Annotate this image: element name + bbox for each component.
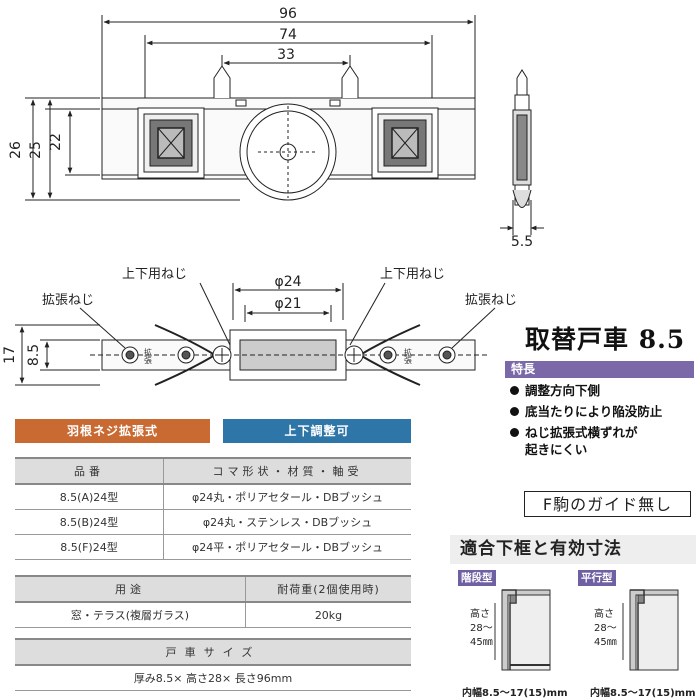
table-header-row: 品番 コマ形状・材質・軸受: [15, 457, 411, 485]
col-header-usage: 用途: [15, 575, 246, 603]
product-title: 取替戸車 8.5: [525, 325, 686, 354]
dim-33-text: 33: [277, 47, 295, 63]
dim-55-text: 5.5: [511, 234, 533, 250]
small-mark-left: 拡張: [144, 347, 153, 365]
no-guide-note: F駒のガイド無し: [524, 491, 691, 517]
dim-85-text: 8.5: [26, 344, 42, 366]
feature-item: 底当たりにより陥没防止: [510, 403, 700, 420]
table-row: 8.5(B)24型 φ24丸・ステンレス・DBブッシュ: [15, 509, 411, 535]
col-header-spec: コマ形状・材質・軸受: [163, 457, 411, 485]
frame-type-tag-stepped: 階段型: [458, 570, 496, 586]
technical-drawing: 96 74 33 26 25 22 5.5 φ24 φ21 17 8.5 上下用…: [2, 6, 544, 386]
cell-model: 8.5(B)24型: [15, 509, 164, 535]
dim-74-text: 74: [279, 27, 297, 43]
cell-model: 8.5(A)24型: [15, 484, 164, 510]
label-expand-left: 拡張ねじ: [42, 293, 94, 308]
feature-item: 調整方向下側: [510, 382, 700, 399]
table-row: 窓・テラス(複層ガラス) 20kg: [15, 602, 411, 628]
height-label-1: 高さ: [470, 607, 490, 620]
table-row: 厚み8.5× 高さ28× 長さ96mm: [15, 665, 411, 691]
badge-wing-screw: 羽根ネジ拡張式: [15, 419, 210, 443]
dim-96-text: 96: [279, 6, 297, 22]
dim-26-text: 26: [8, 141, 24, 159]
table-row: 8.5(A)24型 φ24丸・ポリアセタール・DBブッシュ: [15, 484, 411, 510]
height-label-1: 高さ: [594, 607, 614, 620]
dim-22-text: 22: [48, 133, 64, 151]
feature-item-cont: 起きにくい: [525, 442, 588, 457]
cell-usage: 窓・テラス(複層ガラス): [15, 602, 246, 628]
cell-load: 20kg: [245, 602, 411, 628]
dim-25-text: 25: [28, 141, 44, 159]
height-label-3: 45㎜: [594, 637, 617, 648]
dim-phi21-text: φ21: [274, 296, 301, 312]
frame-diagrams: 高さ 28～ 45㎜ 高さ 28～ 45㎜: [470, 589, 679, 671]
col-header-load: 耐荷重(2個使用時): [245, 575, 411, 603]
table-header-row: 戸車サイズ: [15, 638, 411, 666]
dim-phi24-text: φ24: [274, 274, 301, 290]
dim-17-text: 17: [2, 346, 18, 364]
cell-model: 8.5(F)24型: [15, 534, 164, 560]
leader-expand-right: [451, 307, 496, 349]
cell-spec: φ24平・ポリアセタール・DBブッシュ: [163, 534, 411, 560]
bullet-icon: [510, 386, 519, 395]
label-updown-left: 上下用ねじ: [122, 267, 187, 282]
feature-item: ねじ拡張式横ずれが: [510, 424, 700, 441]
bullet-icon: [510, 428, 519, 437]
label-expand-right: 拡張ねじ: [465, 293, 517, 308]
cell-spec: φ24丸・ポリアセタール・DBブッシュ: [163, 484, 411, 510]
col-header-model: 品番: [15, 457, 164, 485]
leader-expand-left: [79, 307, 126, 349]
cell-size: 厚み8.5× 高さ28× 長さ96mm: [15, 665, 411, 691]
frame-type-tag-parallel: 平行型: [578, 570, 616, 586]
features-list: 調整方向下側 底当たりにより陥没防止 ねじ拡張式横ずれが 起きにくい: [510, 382, 700, 458]
usage-table: 用途 耐荷重(2個使用時) 窓・テラス(複層ガラス) 20kg: [15, 575, 411, 628]
leader-updown-left: [199, 282, 231, 346]
height-label-2: 28～: [470, 623, 493, 634]
col-header-size: 戸車サイズ: [15, 638, 411, 666]
leader-updown-right: [349, 282, 386, 346]
size-table: 戸車サイズ 厚み8.5× 高さ28× 長さ96mm: [15, 638, 411, 691]
table-row: 8.5(F)24型 φ24平・ポリアセタール・DBブッシュ: [15, 534, 411, 560]
model-table: 品番 コマ形状・材質・軸受 8.5(A)24型 φ24丸・ポリアセタール・DBブ…: [15, 457, 411, 560]
features-header: 特長: [505, 361, 694, 378]
cell-spec: φ24丸・ステンレス・DBブッシュ: [163, 509, 411, 535]
badge-adjustable: 上下調整可: [223, 419, 411, 443]
height-label-2: 28～: [594, 623, 617, 634]
table-header-row: 用途 耐荷重(2個使用時): [15, 575, 411, 603]
small-mark-right: 拡張: [404, 347, 413, 365]
frame-section-title: 適合下框と有効寸法: [450, 535, 696, 564]
width-label-parallel: 内幅8.5～17(15)mm: [590, 688, 696, 699]
bullet-icon: [510, 407, 519, 416]
width-label-stepped: 内幅8.5～17(15)mm: [462, 688, 568, 699]
height-label-3: 45㎜: [470, 637, 493, 648]
label-updown-right: 上下用ねじ: [380, 267, 445, 282]
